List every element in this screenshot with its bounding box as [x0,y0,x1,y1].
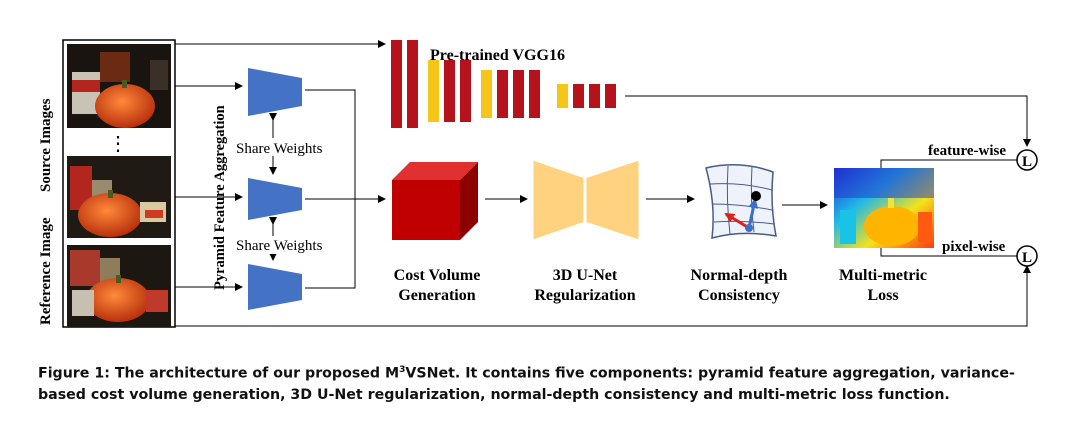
vgg-layer-block [428,60,439,122]
normal-depth-label-1: Normal-depth [691,267,788,284]
arrow-ref-to-pixel-loss [175,265,1031,327]
vgg-layer-block [557,84,568,108]
share-weights-label-1: Share Weights [236,141,323,157]
vgg-layer-block [391,40,402,128]
vgg-layer-block [444,60,455,122]
feature-wise-label: feature-wise [928,143,1006,159]
feature-loss-symbol: L [1022,154,1032,170]
vgg-label: Pre-trained VGG16 [430,47,565,64]
unet-label-2: Regularization [534,287,635,304]
line-feature-wise [880,159,1017,168]
vgg-layer-block [529,70,540,118]
cost-volume-label-2: Generation [398,287,475,304]
vgg-layer-block [407,40,418,128]
feature-loss-node [1016,149,1038,171]
reference-image [67,44,171,128]
vgg-layer-block [513,70,524,118]
source-image-1 [67,156,171,238]
cost-volume-cube [392,162,478,240]
encoder-source-2 [248,264,302,310]
source-images-label: Source Images [38,98,54,192]
pixel-loss-symbol: L [1022,250,1032,266]
pixel-wise-label: pixel-wise [942,239,1006,255]
vgg-layer-block [573,84,584,108]
pixel-loss-node [1016,245,1038,267]
share-weights-label-2: Share Weights [236,238,323,254]
figure-caption: Figure 1: The architecture of our propos… [38,360,1048,406]
line-pixel-wise [880,248,1017,257]
arrow-vgg-to-loss [625,95,1031,147]
architecture-diagram: ⋮ Reference Image Source Images Pyramid … [38,39,1038,328]
vgg16-network [391,40,616,128]
vgg-layer-block [481,70,492,118]
caption-superscript: 3 [399,365,406,375]
vgg-layer-block [605,84,616,108]
vgg-layer-block [497,70,508,118]
cost-volume-label-1: Cost Volume [394,267,481,284]
ellipsis-dots: ⋮ [108,133,128,155]
normal-depth-surface [705,164,777,240]
depth-map-image [834,168,934,248]
merge-bracket [305,89,356,289]
pyramid-label: Pyramid Feature Aggregation [212,105,228,290]
vgg-layer-block [460,60,471,122]
source-image-2 [67,245,171,327]
reference-image-label: Reference Image [38,217,54,325]
normal-depth-label-2: Consistency [698,287,780,304]
loss-label-2: Loss [867,287,898,304]
loss-label-1: Multi-metric [839,267,927,284]
caption-suffix: VSNet. It contains five components: pyra… [38,365,1015,403]
encoder-source-1 [248,178,302,220]
unet-label-1: 3D U-Net [553,267,618,284]
caption-prefix: Figure 1: The architecture of our propos… [38,365,400,382]
encoder-reference [248,68,302,116]
vgg-layer-block [589,84,600,108]
